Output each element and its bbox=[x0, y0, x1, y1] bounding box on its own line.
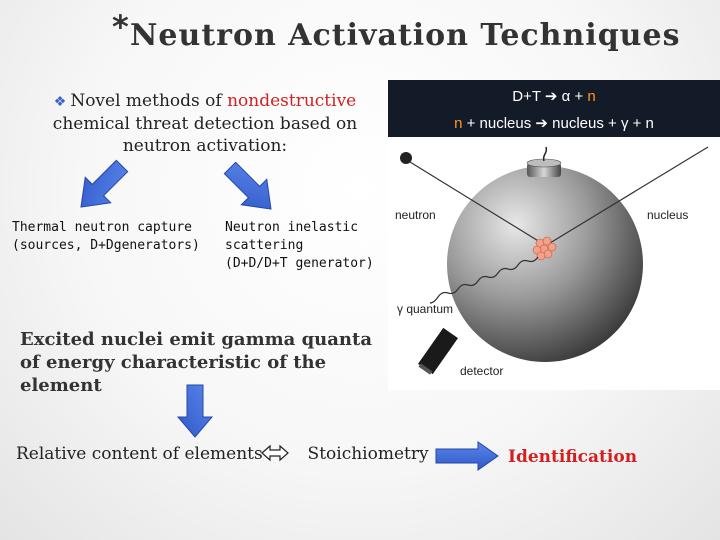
reaction-2-reactants: + nucleus bbox=[462, 115, 536, 132]
reaction-line-1: D+T ➔ α + n bbox=[388, 87, 720, 105]
gamma-quantum-label: γ quantum bbox=[397, 302, 454, 316]
right-arrow-icon bbox=[435, 441, 499, 471]
title-star: * bbox=[112, 8, 129, 46]
neutron-path bbox=[409, 161, 541, 243]
neutron-label: neutron bbox=[395, 208, 436, 222]
method-thermal-line1: Thermal neutron capture bbox=[12, 220, 193, 235]
diamond-bullet-icon: ❖ bbox=[53, 94, 67, 110]
method-inelastic: Neutron inelastic scattering (D+D/D+T ge… bbox=[225, 219, 395, 273]
reaction-2-neutron: n bbox=[454, 115, 463, 132]
outgoing-neutron-path bbox=[549, 146, 709, 244]
relative-content-row: Relative content of elements Stoichiomet… bbox=[16, 444, 429, 464]
reaction-arrow-icon: ➔ bbox=[544, 88, 558, 105]
reaction-arrow-icon: ➔ bbox=[535, 115, 548, 132]
method-inelastic-line1: Neutron inelastic bbox=[225, 220, 359, 235]
reaction-box: D+T ➔ α + n n + nucleus ➔ nucleus + γ + … bbox=[388, 80, 720, 137]
method-arrows bbox=[80, 159, 289, 462]
detector-icon bbox=[418, 327, 458, 375]
neutron-source-dot bbox=[400, 152, 412, 164]
excited-nuclei-text: Excited nuclei emit gamma quanta of ener… bbox=[20, 329, 372, 396]
nucleus-cluster bbox=[532, 236, 557, 261]
down-left-arrow-icon bbox=[80, 159, 129, 208]
reaction-2-products: nucleus + γ + n bbox=[552, 115, 654, 132]
identification-label: Identification bbox=[508, 447, 638, 467]
intro-bullet: ❖Novel methods of nondestructive chemica… bbox=[30, 90, 380, 157]
down-right-arrow-icon bbox=[223, 161, 272, 210]
method-thermal: Thermal neutron capture (sources, D+Dgen… bbox=[12, 219, 212, 255]
reaction-1-neutron: n bbox=[587, 88, 596, 105]
detector-label: detector bbox=[460, 364, 504, 378]
double-arrow-icon bbox=[261, 444, 289, 462]
reaction-1-alpha: α + bbox=[561, 88, 588, 105]
relative-right: Stoichiometry bbox=[307, 444, 429, 464]
relative-left: Relative content of elements bbox=[16, 444, 263, 464]
reaction-1-reactants: D+T bbox=[512, 88, 541, 105]
method-inelastic-line3: (D+D/D+T generator) bbox=[225, 256, 374, 271]
gamma-ray-path bbox=[429, 256, 539, 304]
down-arrow-icon bbox=[176, 384, 214, 438]
intro-prefix: Novel methods of bbox=[70, 91, 228, 111]
nucleus-label: nucleus bbox=[647, 208, 689, 222]
intro-highlight: nondestructive bbox=[227, 91, 357, 111]
nucleus-sphere bbox=[447, 166, 643, 362]
method-inelastic-line2: scattering bbox=[225, 238, 304, 253]
intro-rest: chemical threat detection based on neutr… bbox=[52, 114, 358, 156]
activation-diagram bbox=[388, 137, 720, 390]
reaction-line-2: n + nucleus ➔ nucleus + γ + n bbox=[388, 114, 720, 132]
method-thermal-line2: (sources, D+Dgenerators) bbox=[12, 238, 200, 253]
page-title: Neutron Activation Techniques bbox=[130, 18, 681, 53]
